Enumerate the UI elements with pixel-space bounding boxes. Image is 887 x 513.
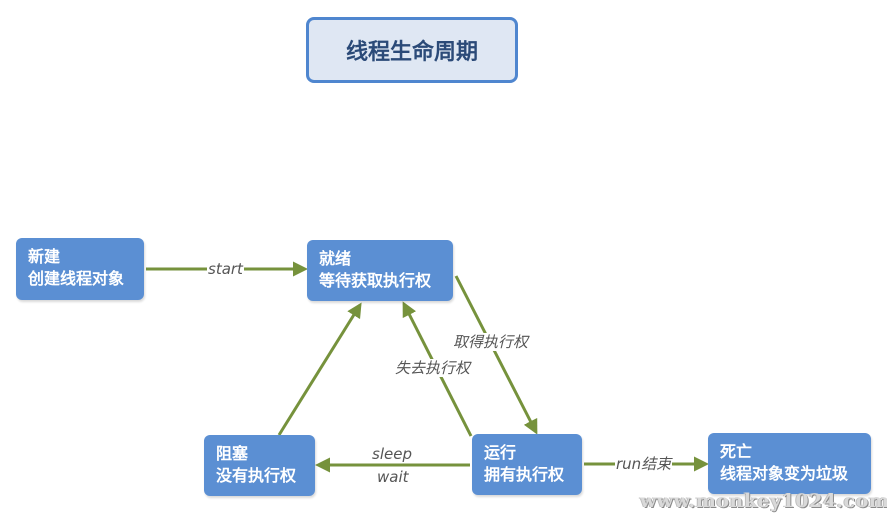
edge-label-lose: 失去执行权 xyxy=(394,359,472,377)
node-blocked-desc: 没有执行权 xyxy=(216,466,297,485)
node-new: 新建 创建线程对象 xyxy=(16,238,144,300)
node-ready: 就绪 等待获取执行权 xyxy=(307,240,453,301)
diagram-title: 线程生命周期 xyxy=(306,17,518,83)
node-new-desc: 创建线程对象 xyxy=(28,269,125,288)
edge-label-wait: wait xyxy=(376,468,410,486)
node-blocked: 阻塞 没有执行权 xyxy=(204,435,315,496)
node-running-state: 运行 xyxy=(484,443,517,462)
node-dead-desc: 线程对象变为垃圾 xyxy=(720,464,849,483)
node-ready-state: 就绪 xyxy=(319,249,352,268)
watermark: www.monkey1024.com xyxy=(640,490,887,512)
edge-acquire xyxy=(454,275,538,435)
node-dead: 死亡 线程对象变为垃圾 xyxy=(708,433,871,494)
edge-label-run-end: run结束 xyxy=(615,455,673,473)
node-blocked-state: 阻塞 xyxy=(216,444,249,463)
node-running: 运行 拥有执行权 xyxy=(472,434,582,495)
node-ready-desc: 等待获取执行权 xyxy=(319,271,432,290)
edge-unblock xyxy=(277,302,362,436)
edge-label-start: start xyxy=(207,260,244,278)
node-running-desc: 拥有执行权 xyxy=(484,465,565,484)
edge-label-sleep: sleep xyxy=(371,445,413,463)
edge-label-acquire: 取得执行权 xyxy=(452,333,530,351)
node-dead-state: 死亡 xyxy=(720,442,753,461)
node-new-state: 新建 xyxy=(28,247,61,266)
